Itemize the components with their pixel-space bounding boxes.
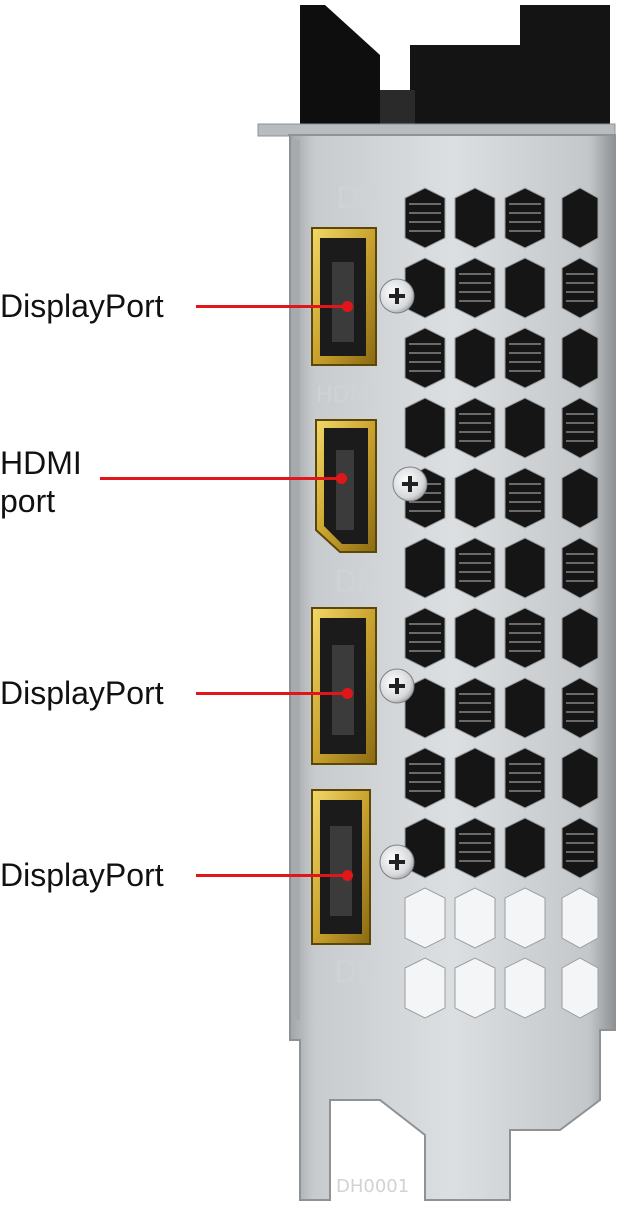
vent-cutout [504, 327, 546, 389]
bracket-screw-3 [379, 668, 415, 704]
vent-cutout [504, 957, 546, 1019]
leader-line-4 [196, 874, 346, 877]
callout-displayport-3: DisplayPort [0, 856, 164, 894]
vent-cutout [504, 537, 546, 599]
callout-label: DisplayPort [0, 857, 164, 893]
bracket-label-hdmi: HDMI [316, 383, 375, 408]
vent-cutout [404, 607, 446, 669]
vent-cutout [561, 537, 599, 599]
vent-cutout [404, 677, 446, 739]
vent-cutout [404, 537, 446, 599]
vent-cutout [454, 257, 496, 319]
vent-cutout [404, 397, 446, 459]
vent-cutout [454, 327, 496, 389]
vent-cutout [561, 467, 599, 529]
bracket-screw-4 [379, 844, 415, 880]
callout-label: DisplayPort [0, 675, 164, 711]
vent-cutout [454, 467, 496, 529]
vent-cutout [454, 397, 496, 459]
vent-cutout [504, 467, 546, 529]
vent-cutout [504, 187, 546, 249]
vent-grid [404, 187, 599, 1019]
vent-cutout [504, 887, 546, 949]
vent-cutout [404, 747, 446, 809]
callout-label-line-1: HDMI [0, 445, 82, 481]
vent-cutout [504, 257, 546, 319]
leader-dot-3 [342, 688, 353, 699]
vent-cutout [404, 957, 446, 1019]
vent-cutout [454, 607, 496, 669]
vent-cutout [454, 537, 496, 599]
vent-cutout [504, 817, 546, 879]
vent-cutout [561, 607, 599, 669]
bracket-label-dp-2: DP [334, 565, 375, 600]
leader-line-1 [196, 305, 346, 308]
displayport-connector-3 [311, 789, 371, 945]
bracket-label-dp-1: DP [336, 181, 377, 216]
vent-cutout [404, 887, 446, 949]
vent-cutout [454, 187, 496, 249]
vent-cutout [504, 677, 546, 739]
vent-cutout [454, 957, 496, 1019]
bracket-screw-1 [379, 278, 415, 314]
vent-cutout [561, 187, 599, 249]
vent-cutout [561, 747, 599, 809]
vent-cutout [504, 397, 546, 459]
callout-label: DisplayPort [0, 288, 164, 324]
vent-cutout [561, 677, 599, 739]
vent-cutout [404, 327, 446, 389]
vent-cutout [561, 327, 599, 389]
bracket-label-dp-3: DP [334, 955, 375, 990]
displayport-connector-1 [311, 227, 377, 366]
vent-cutout [561, 887, 599, 949]
callout-displayport-2: DisplayPort [0, 674, 164, 712]
leader-dot-2 [336, 473, 347, 484]
vent-cutout [561, 957, 599, 1019]
leader-dot-4 [342, 870, 353, 881]
vent-cutout [504, 607, 546, 669]
callout-hdmi-port: HDMI port [0, 444, 82, 520]
leader-dot-1 [342, 301, 353, 312]
vent-cutout [561, 397, 599, 459]
leader-line-2 [100, 477, 340, 480]
bracket-screw-2 [392, 466, 428, 502]
vent-cutout [454, 887, 496, 949]
bracket-part-code: DH0001 [336, 1176, 409, 1197]
vent-cutout [404, 187, 446, 249]
vent-cutout [504, 747, 546, 809]
vent-cutout [454, 747, 496, 809]
displayport-connector-2 [311, 607, 377, 765]
hdmi-connector [315, 419, 377, 553]
vent-cutout [561, 817, 599, 879]
vent-cutout [561, 257, 599, 319]
vent-cutout [454, 677, 496, 739]
callout-label-line-2: port [0, 483, 56, 519]
leader-line-3 [196, 692, 346, 695]
heatsink-top [257, 5, 616, 155]
callout-displayport-1: DisplayPort [0, 287, 164, 325]
vent-cutout [454, 817, 496, 879]
